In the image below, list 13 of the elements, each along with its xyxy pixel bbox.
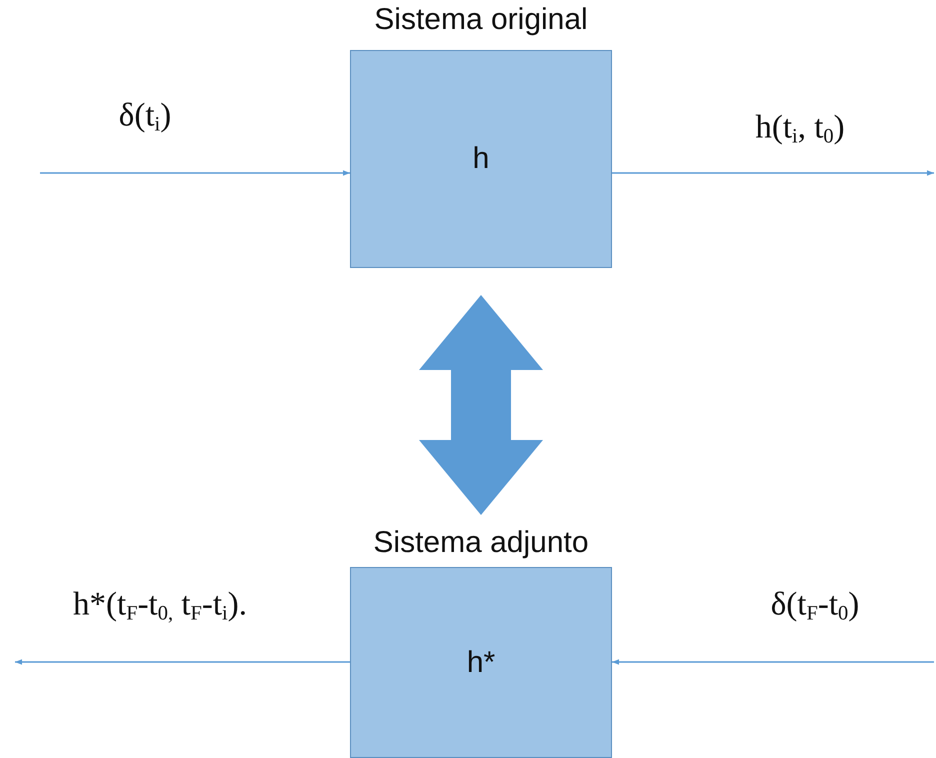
edge-label: δ(t$_{F}$-t$_{0}$) [770,586,860,624]
block-label: h* [466,646,496,680]
arrow [612,170,934,176]
edge-label: δ(t$_{i}$) [118,98,172,134]
system-heading: Sistema adjunto [372,525,590,561]
arrow [612,659,934,665]
arrow [40,170,350,176]
edge-label: h(t$_{i}$, t$_{0}$) [755,110,845,146]
double-arrow [419,295,543,515]
system-heading: Sistema original [373,2,589,38]
arrow [15,659,350,665]
block-label: h [472,142,490,176]
edge-label: h*(t$_{F}$-t$_{0,}$ t$_{F}$-t$_{i}$). [73,586,247,624]
